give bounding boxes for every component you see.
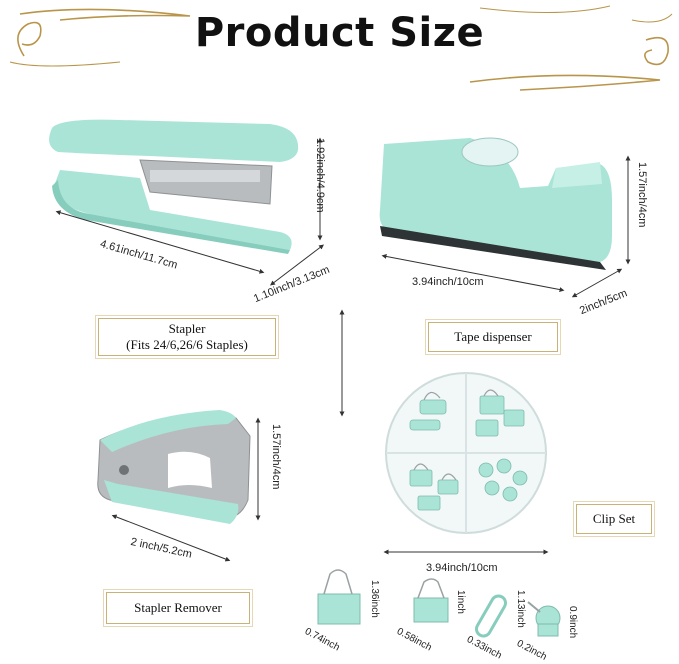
binder-clip-large-image	[317, 569, 361, 625]
stapler-height-label: 1.92inch/4.9cm	[314, 138, 326, 213]
tape-height-label: 1.57inch/4cm	[636, 162, 648, 228]
tape-label-box: Tape dispenser	[428, 322, 558, 352]
clip-set-label-name: Clip Set	[592, 510, 636, 526]
stapler-remover-image	[97, 410, 251, 524]
large-clip-height-label: 1.36inch	[369, 580, 380, 618]
page-title: Product Size	[194, 10, 485, 56]
stapler-label-note: (Fits 24/6,26/6 Staples)	[126, 337, 248, 352]
binder-clip-small-image	[413, 578, 449, 623]
remover-label-box: Stapler Remover	[106, 592, 250, 624]
stapler-label-box: Stapler (Fits 24/6,26/6 Staples)	[98, 318, 276, 356]
paperclip-height-label: 1.13inch	[515, 590, 526, 628]
tape-label-name: Tape dispenser	[454, 328, 532, 344]
clip-set-label-box: Clip Set	[576, 504, 652, 534]
pin-height-label: 0.9inch	[567, 606, 578, 639]
clip-set-image	[385, 372, 547, 534]
tape-dispenser-image	[379, 137, 612, 270]
remover-height-label: 1.57inch/4cm	[270, 424, 282, 490]
stapler-label-name: Stapler	[168, 320, 206, 336]
stapler-image	[49, 119, 299, 254]
push-pin-image	[527, 601, 561, 637]
tape-length-label: 3.94inch/10cm	[412, 276, 484, 288]
small-clip-height-label: 1inch	[455, 590, 466, 614]
remover-label-name: Stapler Remover	[134, 599, 222, 615]
paper-clip-image	[475, 594, 507, 638]
clip-set-diameter-label: 3.94inch/10cm	[426, 562, 498, 574]
